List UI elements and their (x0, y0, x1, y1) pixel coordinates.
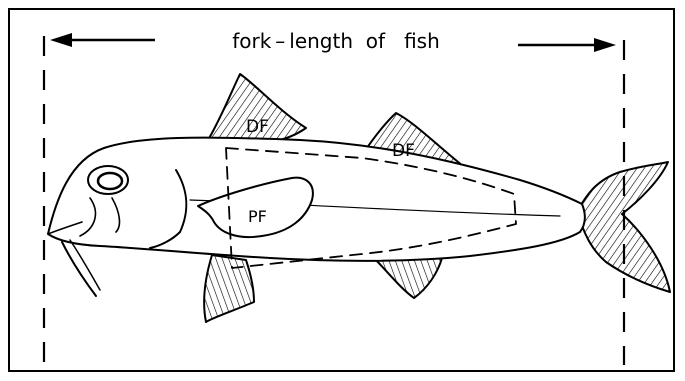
pectoral-fin-label: PF (248, 207, 267, 226)
fish (48, 74, 670, 322)
dorsal-fin-1-label: DF (246, 117, 269, 137)
diagram-title: fork – length of fish (232, 29, 440, 53)
pelvic-fin (204, 255, 254, 322)
fish-body (48, 138, 585, 261)
anal-fin (374, 257, 442, 299)
right-arrowhead-icon (594, 38, 616, 52)
barbel-1 (62, 242, 96, 296)
caudal-fin (578, 162, 670, 292)
left-arrowhead-icon (50, 33, 72, 47)
dorsal-fin-2-label: DF (392, 141, 415, 161)
